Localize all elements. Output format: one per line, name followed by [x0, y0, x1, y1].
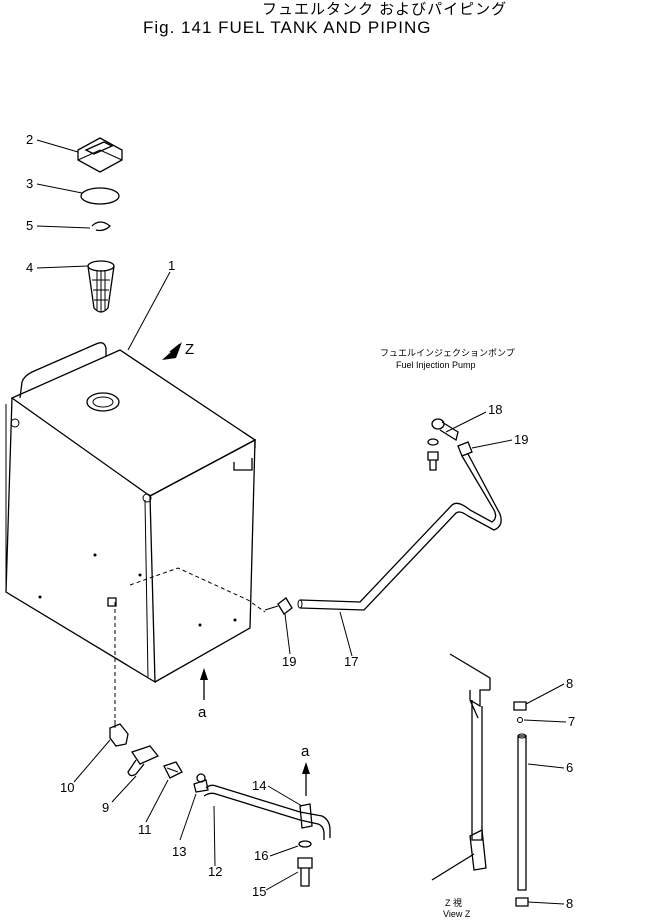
- arrow-a-upper-letter: a: [301, 743, 310, 760]
- washer: [298, 840, 312, 848]
- part-number-19-upper: 19: [514, 432, 528, 447]
- elbow-fitting: [109, 720, 129, 747]
- part-number-9: 9: [102, 800, 109, 815]
- drain-valve: [127, 745, 160, 777]
- part-number-4: 4: [26, 260, 33, 275]
- pump-label-japanese: フュエルインジェクションポンプ: [380, 348, 515, 358]
- snap-ring: [91, 221, 111, 232]
- part-number-1: 1: [168, 258, 175, 273]
- filler-cap: [77, 137, 123, 173]
- strainer: [87, 260, 115, 313]
- arrow-a-lower-letter: a: [198, 704, 207, 721]
- pump-label-english: Fuel Injection Pump: [396, 360, 476, 370]
- part-number-7: 7: [568, 714, 575, 729]
- part-number-5: 5: [26, 218, 33, 233]
- view-z-label-english: View Z: [443, 909, 471, 919]
- bolt: [297, 857, 313, 887]
- part-number-19-lower: 19: [282, 654, 296, 669]
- hose-clamp-19-lower: [264, 597, 293, 615]
- hose-clip: [299, 803, 313, 829]
- fuel-tank: [5, 342, 266, 720]
- part-number-13: 13: [172, 844, 186, 859]
- part-number-8-lower: 8: [566, 896, 573, 911]
- arrow-a-lower: a: [198, 668, 208, 721]
- view-z-label-japanese: Z 視: [445, 897, 462, 908]
- part-number-3: 3: [26, 176, 33, 191]
- part-number-16: 16: [254, 848, 268, 863]
- arrow-a-upper: a: [301, 743, 310, 796]
- connector: [163, 761, 183, 779]
- title-english: Fig. 141 FUEL TANK AND PIPING: [143, 18, 432, 37]
- view-z-detail: [431, 653, 529, 907]
- title-japanese: フュエルタンク およびパイピング: [262, 1, 507, 18]
- cap-gasket: [80, 187, 120, 205]
- view-z-arrow: Z: [162, 341, 194, 360]
- part-number-11: 11: [138, 822, 152, 837]
- part-number-18: 18: [488, 402, 502, 417]
- part-number-12: 12: [208, 864, 222, 879]
- fuel-pipe: [297, 453, 502, 611]
- part-number-17: 17: [344, 654, 358, 669]
- banjo-fitting: [427, 418, 459, 471]
- part-number-14: 14: [252, 778, 266, 793]
- part-number-10: 10: [60, 780, 74, 795]
- part-number-6: 6: [566, 760, 573, 775]
- part-number-2: 2: [26, 132, 33, 147]
- hose-clamp-19-upper: [457, 441, 473, 457]
- part-number-8-upper: 8: [566, 676, 573, 691]
- part-number-15: 15: [252, 884, 266, 899]
- hose-clamp-13: [193, 773, 209, 793]
- view-z-letter: Z: [185, 341, 194, 358]
